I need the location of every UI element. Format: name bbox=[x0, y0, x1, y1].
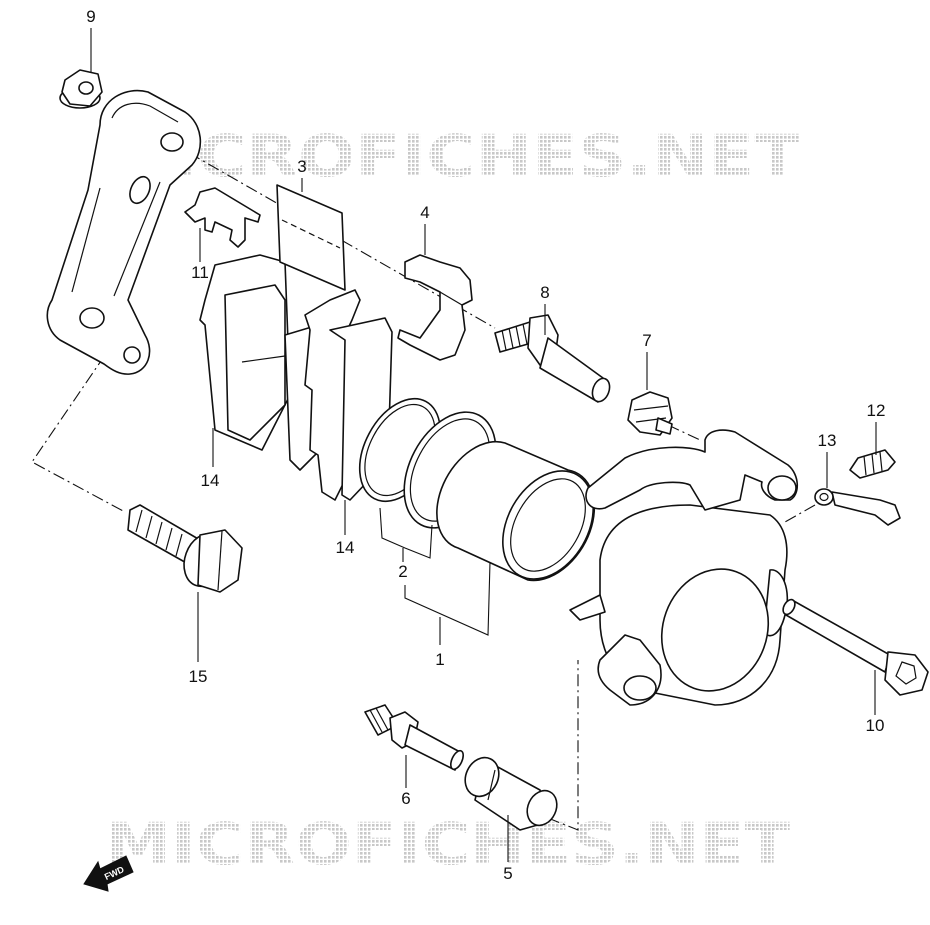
callout-11: 11 bbox=[191, 263, 209, 282]
callout-4: 4 bbox=[420, 203, 429, 222]
leader-bracket-1 bbox=[404, 561, 491, 636]
part-1-piston bbox=[436, 440, 596, 582]
callout-8: 8 bbox=[540, 283, 549, 302]
callout-1: 1 bbox=[435, 650, 444, 669]
centerline-mount-bolt bbox=[31, 354, 126, 513]
part-11-pad-spring bbox=[184, 187, 261, 248]
callout-13: 13 bbox=[818, 431, 837, 450]
part-14-brake-pad-outer bbox=[199, 254, 291, 451]
part-12-bleeder-screw bbox=[849, 449, 896, 479]
centerline-bleeder bbox=[784, 504, 816, 523]
part-7-boot bbox=[627, 391, 673, 436]
caliper-bracket bbox=[46, 89, 202, 375]
callout-2: 2 bbox=[398, 562, 407, 581]
callout-14-outer: 14 bbox=[201, 471, 220, 490]
fwd-arrow-icon: FWD bbox=[83, 855, 134, 892]
watermark-top: MICROFICHES.NET bbox=[105, 122, 800, 190]
part-10-pad-pin bbox=[782, 598, 929, 696]
callout-12: 12 bbox=[867, 401, 886, 420]
part-15-mounting-bolt bbox=[127, 504, 243, 593]
callout-5: 5 bbox=[503, 864, 512, 883]
centerline-lower-pin bbox=[547, 660, 579, 831]
part-3-shim bbox=[276, 184, 346, 291]
leader-bracket-2 bbox=[379, 507, 433, 559]
callout-10: 10 bbox=[866, 716, 885, 735]
part-8-slide-pin bbox=[494, 314, 611, 403]
part-9-nut bbox=[59, 69, 103, 109]
part-5-pin-boot bbox=[464, 756, 558, 831]
callout-3: 3 bbox=[297, 157, 306, 176]
callout-14-inner: 14 bbox=[336, 538, 355, 557]
caliper-body bbox=[569, 429, 799, 706]
centerline-boot bbox=[667, 424, 701, 441]
watermark-bottom: MICROFICHES.NET bbox=[105, 810, 790, 878]
callout-9: 9 bbox=[86, 7, 95, 26]
part-4-pad-clip bbox=[397, 254, 473, 361]
callout-15: 15 bbox=[189, 667, 208, 686]
part-13-bleeder-cap bbox=[814, 488, 901, 526]
callout-6: 6 bbox=[401, 789, 410, 808]
part-6-lower-slide-pin bbox=[364, 704, 464, 771]
callout-7: 7 bbox=[642, 331, 651, 350]
